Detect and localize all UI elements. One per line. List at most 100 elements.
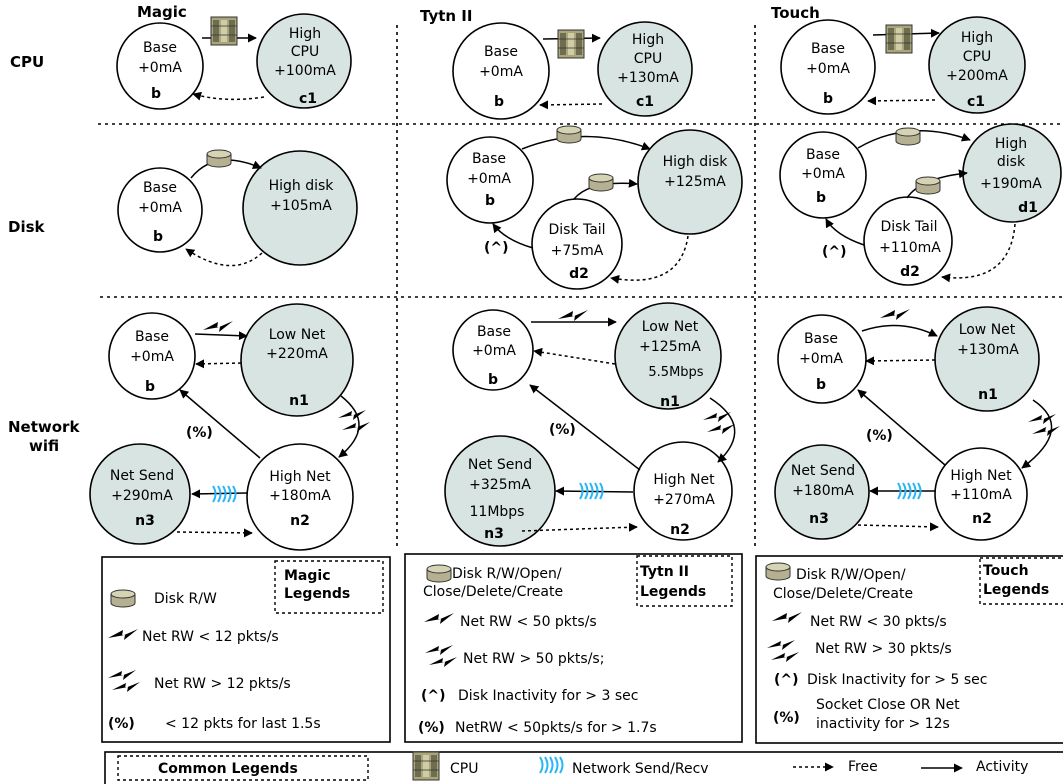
legend-percent-text-2: inactivity for > 12s bbox=[816, 716, 950, 732]
legend-net-low-text: Net RW < 12 pkts/s bbox=[142, 629, 279, 645]
legend-caret-key: (^) bbox=[774, 672, 799, 688]
state-magic-net-send: Net Send +290mA n3 bbox=[89, 443, 191, 545]
transition-percent-label: (%) bbox=[186, 425, 213, 441]
free-arrow bbox=[857, 522, 939, 532]
free-arrow bbox=[521, 522, 638, 532]
state-power: +0mA bbox=[472, 343, 516, 359]
activity-arrow bbox=[529, 384, 641, 471]
state-name: Disk Tail bbox=[880, 219, 937, 235]
state-name-2: CPU bbox=[291, 44, 319, 60]
state-name: Low Net bbox=[269, 327, 326, 343]
legend-disk-text: Disk R/W/Open/ bbox=[796, 567, 906, 583]
legend-percent-text: < 12 pkts for last 1.5s bbox=[165, 716, 321, 732]
state-power: +0mA bbox=[467, 171, 511, 187]
cpu-icon bbox=[885, 24, 913, 54]
state-id: b bbox=[816, 377, 826, 393]
row-label-disk: Disk bbox=[8, 218, 46, 236]
state-power: +190mA bbox=[980, 176, 1042, 192]
legend-box-magic bbox=[101, 556, 391, 743]
activity-arrow bbox=[857, 389, 946, 466]
state-name: Base bbox=[135, 329, 169, 345]
row-label-network: Network bbox=[8, 418, 80, 436]
legend-title-box bbox=[274, 560, 384, 614]
state-power: +130mA bbox=[617, 70, 679, 86]
common-legend-cpu: CPU bbox=[450, 761, 478, 777]
state-touch-disk-high: High disk +190mA d1 bbox=[962, 123, 1062, 223]
legend-net-high-text: Net RW > 50 pkts/s; bbox=[463, 651, 604, 667]
legend-box-tytn bbox=[404, 553, 743, 743]
state-id: d2 bbox=[900, 264, 920, 280]
disk-icon bbox=[110, 589, 136, 608]
state-id: b bbox=[823, 91, 833, 107]
state-magic-cpu-base: Base +0mA b bbox=[116, 22, 204, 110]
state-magic-net-low: Low Net +220mA n1 bbox=[240, 303, 354, 417]
legend-title: Tytn II bbox=[640, 564, 689, 580]
state-power: +0mA bbox=[806, 61, 850, 77]
activity-arrow bbox=[825, 218, 865, 246]
state-id: n1 bbox=[978, 387, 998, 403]
state-touch-disk-tail: Disk Tail +110mA d2 bbox=[863, 196, 953, 286]
state-name: Low Net bbox=[959, 322, 1016, 338]
legend-title-2: Legends bbox=[640, 584, 706, 600]
state-tytn-cpu-base: Base +0mA b bbox=[452, 22, 550, 120]
common-legend-free: Free bbox=[848, 759, 878, 775]
transition-caret-label: (^) bbox=[484, 240, 509, 256]
transition-percent-label: (%) bbox=[866, 428, 893, 444]
disk-icon bbox=[588, 173, 614, 192]
activity-arrow bbox=[492, 223, 534, 249]
row-label-cpu: CPU bbox=[10, 53, 44, 71]
state-id: c1 bbox=[967, 94, 985, 110]
free-arrow bbox=[867, 96, 936, 106]
state-touch-net-base: Base +0mA b bbox=[777, 314, 867, 404]
activity-arrow bbox=[555, 486, 634, 496]
state-power: +105mA bbox=[270, 198, 332, 214]
legend-title-2: Legends bbox=[983, 582, 1049, 598]
legend-percent-text: Socket Close OR Net bbox=[816, 697, 960, 713]
legend-percent-key: (%) bbox=[108, 716, 135, 732]
state-power: +290mA bbox=[111, 488, 173, 504]
legend-net-high-text: Net RW > 30 pkts/s bbox=[815, 641, 952, 657]
state-name: High Net bbox=[950, 468, 1012, 484]
legend-caret-key: (^) bbox=[421, 688, 446, 704]
state-id: n2 bbox=[290, 513, 310, 529]
activity-arrow bbox=[338, 395, 360, 458]
state-name: Base bbox=[806, 147, 840, 163]
network-high-icon bbox=[338, 410, 370, 432]
free-arrow bbox=[533, 347, 616, 365]
state-name-2: disk bbox=[997, 154, 1026, 170]
activity-arrow bbox=[709, 397, 736, 463]
disk-icon bbox=[765, 562, 791, 581]
state-id: d1 bbox=[1018, 200, 1038, 216]
network-low-icon bbox=[108, 629, 138, 640]
state-id: b bbox=[145, 379, 155, 395]
state-name: High disk bbox=[269, 178, 335, 194]
state-name: High Net bbox=[653, 472, 715, 488]
state-name: High bbox=[961, 30, 993, 46]
state-power: +220mA bbox=[266, 346, 328, 362]
state-touch-disk-base: Base +0mA b bbox=[779, 131, 867, 219]
state-power: +110mA bbox=[879, 240, 941, 256]
state-power: +180mA bbox=[269, 488, 331, 504]
state-name: Base bbox=[804, 331, 838, 347]
state-power: +325mA bbox=[469, 477, 531, 493]
state-id: n3 bbox=[135, 513, 155, 529]
common-legend-activity: Activity bbox=[976, 759, 1028, 775]
state-magic-net-base: Base +0mA b bbox=[108, 312, 196, 400]
disk-icon bbox=[426, 564, 452, 583]
common-legend-network: Network Send/Recv bbox=[572, 761, 709, 777]
legend-disk-text-2: Close/Delete/Create bbox=[773, 586, 913, 602]
legend-percent-key: (%) bbox=[773, 710, 800, 726]
free-arrow bbox=[176, 528, 253, 538]
state-tytn-disk-tail: Disk Tail +75mA d2 bbox=[531, 198, 623, 290]
row-label-wifi: wifi bbox=[29, 437, 59, 455]
state-name: High bbox=[995, 136, 1027, 152]
free-arrow bbox=[192, 91, 265, 101]
state-name: Net Send bbox=[110, 468, 174, 484]
state-power: +270mA bbox=[653, 492, 715, 508]
state-power: +0mA bbox=[479, 64, 523, 80]
legend-caret-text: Disk Inactivity for > 3 sec bbox=[458, 688, 638, 704]
transition-caret-label: (^) bbox=[822, 244, 847, 260]
state-id: c1 bbox=[636, 94, 654, 110]
network-low-icon bbox=[772, 612, 802, 623]
